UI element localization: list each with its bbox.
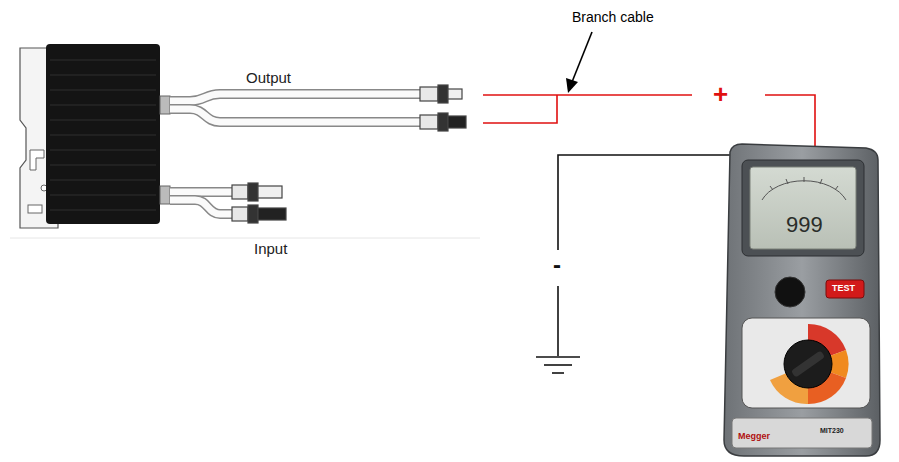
brand-name: Megger <box>738 432 770 442</box>
callout-label: Branch cable <box>572 10 654 25</box>
input-connector <box>232 183 286 223</box>
input-cable <box>170 192 232 214</box>
polarity-sign: + <box>713 80 728 109</box>
insulation-tester <box>724 144 880 456</box>
photo-edge <box>10 238 480 239</box>
button-label: TEST <box>832 284 855 294</box>
model-name: MIT230 <box>820 427 844 435</box>
part-name: Input <box>254 241 287 258</box>
leader-arrow <box>566 32 592 93</box>
output-connector <box>420 85 466 131</box>
microinverter <box>20 44 170 228</box>
part-name: Output <box>246 70 291 87</box>
polarity-sign: - <box>553 252 561 278</box>
ground-symbol <box>536 357 580 373</box>
display-reading: 999 <box>786 213 823 237</box>
output-cable <box>170 94 420 122</box>
